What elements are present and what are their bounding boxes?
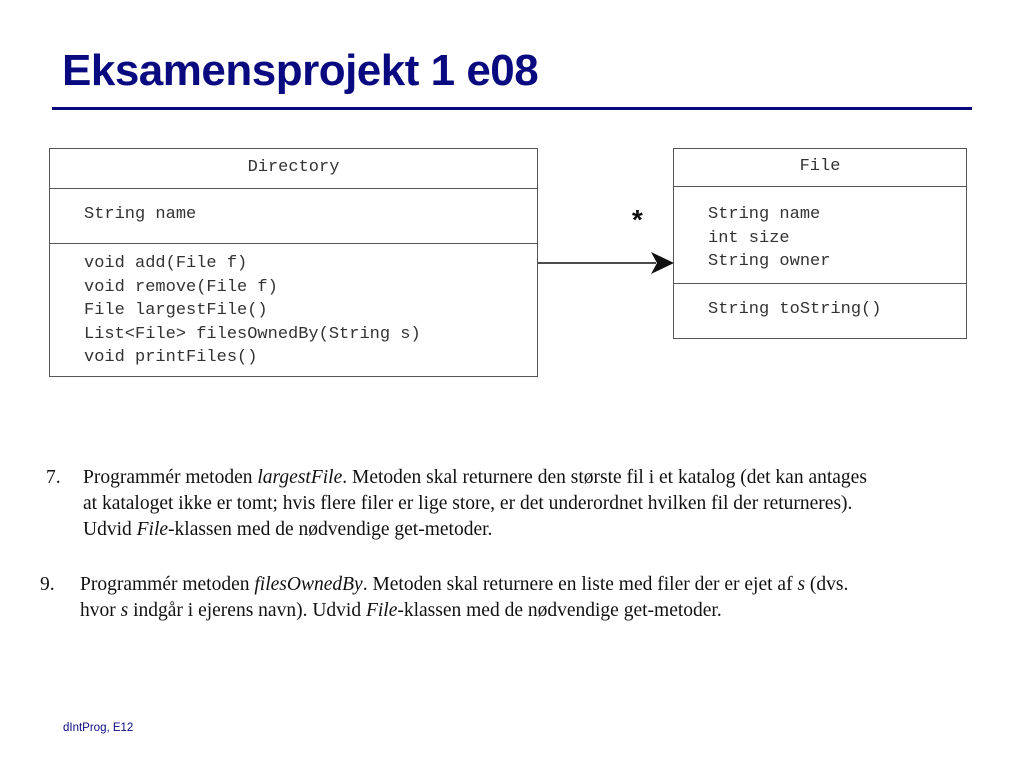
task-text: Programmér metoden largestFile. Metoden … — [83, 465, 867, 543]
parameter-name: s — [797, 574, 806, 595]
file-method: String toString() — [708, 300, 882, 319]
task-line: Udvid File-klassen med de nødvendige get… — [83, 517, 867, 543]
class-name: File — [136, 519, 169, 540]
file-attribute: String owner — [708, 252, 831, 271]
association-arrow — [538, 252, 674, 274]
uml-class-directory: Directory String name void add(File f) v… — [49, 148, 538, 377]
text-run: -klassen med de nødvendige get-metoder. — [397, 600, 722, 621]
class-name-file: File — [674, 149, 966, 187]
text-run: (dvs. — [805, 574, 849, 595]
task-number: 7. — [46, 467, 61, 488]
task-line: at kataloget ikke er tomt; hvis flere fi… — [83, 493, 853, 514]
text-run: Programmér metoden — [83, 467, 258, 488]
slide-title: Eksamensprojekt 1 e08 — [62, 46, 539, 95]
class-name-directory: Directory — [50, 149, 537, 189]
file-methods: String toString() — [674, 284, 966, 322]
task-text: Programmér metoden filesOwnedBy. Metoden… — [80, 572, 848, 624]
text-run: hvor — [80, 600, 121, 621]
directory-method: void add(File f) — [84, 254, 248, 273]
file-attribute: int size — [708, 228, 790, 248]
directory-methods: void add(File f) void remove(File f) Fil… — [50, 244, 537, 370]
directory-attribute: String name — [84, 205, 197, 224]
parameter-name: s — [120, 600, 129, 621]
directory-method: void remove(File f) — [84, 277, 278, 297]
task-line: Programmér metoden largestFile. Metoden … — [83, 465, 867, 491]
text-run: -klassen med de nødvendige get-metoder. — [168, 519, 493, 540]
text-run: indgår i ejerens navn). Udvid — [128, 600, 366, 621]
method-name: largestFile — [257, 467, 343, 488]
title-underline — [52, 107, 972, 110]
class-name: File — [365, 600, 398, 621]
file-attributes: String name int size String owner — [674, 187, 966, 284]
directory-method: File largestFile() — [84, 301, 268, 320]
task-line: hvor s indgår i ejerens navn). Udvid Fil… — [80, 598, 848, 624]
file-attribute: String name — [708, 205, 821, 224]
arrowhead-icon — [651, 252, 674, 274]
uml-class-file: File String name int size String owner S… — [673, 148, 967, 339]
task-line: Programmér metoden filesOwnedBy. Metoden… — [80, 572, 848, 598]
text-run: Programmér metoden — [80, 574, 255, 595]
directory-method: void printFiles() — [84, 348, 258, 367]
text-run: . Metoden skal returnere en liste med fi… — [362, 574, 798, 595]
directory-method: List<File> filesOwnedBy(String s) — [84, 324, 421, 344]
association-multiplicity: * — [629, 208, 646, 239]
slide-footer: dIntProg, E12 — [63, 722, 134, 734]
task-number: 9. — [40, 574, 55, 595]
text-run: Udvid — [83, 519, 137, 540]
method-name: filesOwnedBy — [254, 574, 363, 595]
text-run: . Metoden skal returnere den største fil… — [342, 467, 867, 488]
directory-attributes: String name — [50, 189, 537, 244]
